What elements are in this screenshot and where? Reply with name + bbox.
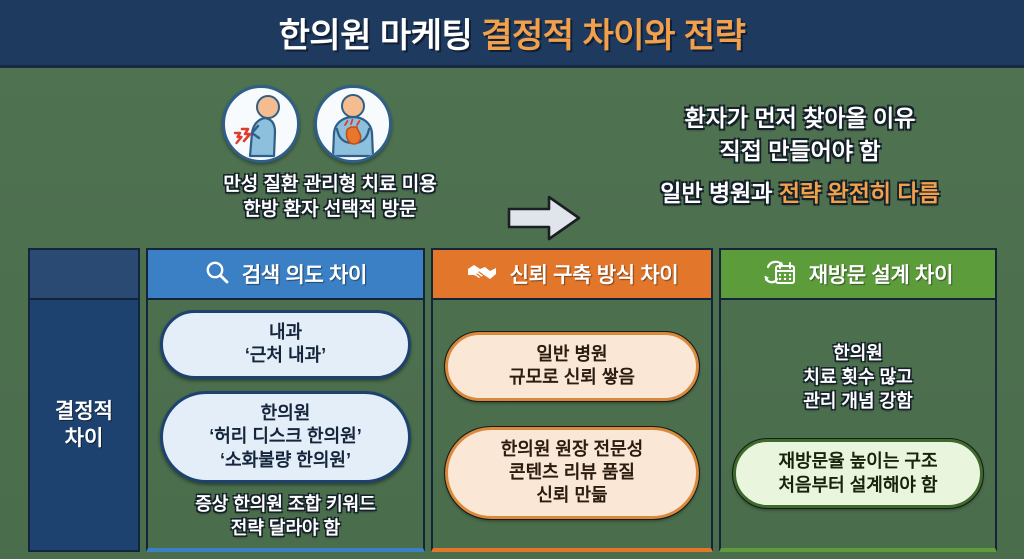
arrow-right-icon	[505, 193, 583, 243]
row-label-text: 결정적 차이	[55, 398, 113, 453]
hero-left-caption: 만성 질환 관리형 치료 미용 한방 환자 선택적 방문	[140, 172, 520, 222]
column-header-trust-label: 신뢰 구축 방식 차이	[509, 264, 679, 287]
column-header-search[interactable]: 검색 의도 차이	[146, 248, 425, 300]
search-pill-2[interactable]: 한의원 ‘허리 디스크 한의원’ ‘소화불량 한의원’	[160, 390, 411, 483]
hero-left-caption-line2: 한방 환자 선택적 방문	[243, 199, 417, 221]
magnifier-icon	[204, 259, 230, 290]
calendar-refresh-icon	[763, 258, 797, 291]
revisit-note: 한의원 치료 횟수 많고 관리 개념 강함	[803, 343, 913, 411]
title-bar: 한의원 마케팅 결정적 차이와 전략	[0, 0, 1024, 68]
back-pain-icon	[222, 85, 300, 163]
hero-right-line3: 일반 병원과 전략 완전히 다름	[590, 177, 1010, 210]
revisit-pill-1[interactable]: 재방문율 높이는 구조 처음부터 설계해야 함	[732, 438, 984, 510]
hero-left-caption-line1: 만성 질환 관리형 치료 미용	[223, 174, 437, 195]
hero-right-caption: 환자가 먼저 찾아올 이유 직접 만들어야 함 일반 병원과 전략 완전히 다름	[590, 102, 1010, 210]
hero-right-line2: 직접 만들어야 함	[719, 137, 881, 164]
handshake-icon	[466, 260, 498, 289]
table-corner-cell	[28, 248, 140, 300]
hero-icon-group	[222, 85, 432, 165]
hero-right-line3-highlight: 전략 완전히 다름	[778, 180, 940, 207]
search-note: 증상 한의원 조합 키워드 전략 달라야 함	[195, 493, 376, 538]
page-title-highlight: 결정적 차이와 전략	[481, 17, 746, 55]
page-title-main: 한의원 마케팅	[278, 17, 482, 55]
search-pill-1[interactable]: 내과 ‘근처 내과’	[160, 310, 411, 379]
hero-right-line1: 환자가 먼저 찾아올 이유	[684, 105, 916, 131]
column-header-trust[interactable]: 신뢰 구축 방식 차이	[431, 248, 713, 300]
trust-pill-1[interactable]: 일반 병원 규모로 신뢰 쌓음	[444, 330, 700, 402]
stomach-pain-icon	[314, 85, 392, 163]
column-header-revisit[interactable]: 재방문 설계 차이	[719, 248, 997, 300]
trust-pill-2[interactable]: 한의원 원장 전문성 콘텐츠 리뷰 품질 신뢰 만듦	[444, 425, 700, 520]
column-header-revisit-label: 재방문 설계 차이	[808, 264, 954, 287]
infographic-body: 만성 질환 관리형 치료 미용 한방 환자 선택적 방문 환자가 먼저 찾아올 …	[0, 68, 1024, 559]
row-label-key-difference: 결정적 차이	[28, 300, 140, 553]
column-body-search: 내과 ‘근처 내과’ 한의원 ‘허리 디스크 한의원’ ‘소화불량 한의원’ 증…	[146, 300, 425, 553]
row-label-line2: 차이	[64, 427, 104, 451]
column-body-trust: 일반 병원 규모로 신뢰 쌓음 한의원 원장 전문성 콘텐츠 리뷰 품질 신뢰 …	[431, 300, 713, 553]
row-label-line1: 결정적	[55, 399, 113, 423]
column-body-revisit: 한의원 치료 횟수 많고 관리 개념 강함 재방문율 높이는 구조 처음부터 설…	[719, 300, 997, 553]
comparison-table: 검색 의도 차이 신뢰 구축 방식 차이	[28, 248, 997, 553]
page-title: 한의원 마케팅 결정적 차이와 전략	[279, 8, 746, 57]
hero-right-line3-plain: 일반 병원과	[660, 180, 779, 207]
column-header-search-label: 검색 의도 차이	[241, 264, 368, 287]
